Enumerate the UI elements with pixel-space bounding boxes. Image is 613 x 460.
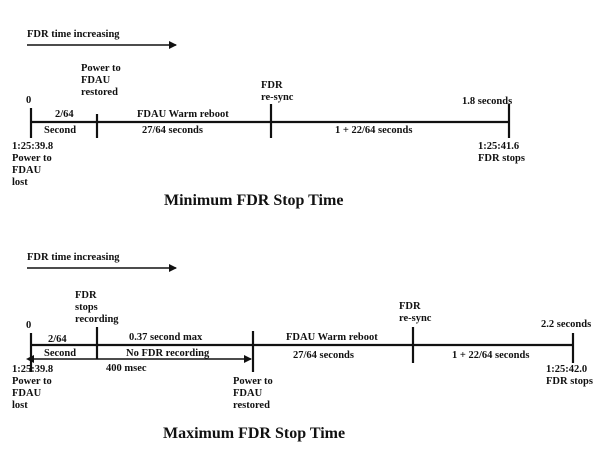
- min-power-lost-line1: Power to: [12, 153, 52, 164]
- min-power-restored-line1: Power to: [81, 63, 121, 74]
- max-power-restored-line1: Power to: [233, 376, 273, 387]
- min-seg2-name: FDAU Warm reboot: [137, 109, 229, 120]
- min-start-time: 1:25:39.8: [12, 141, 53, 152]
- max-power-lost-line3: lost: [12, 400, 28, 411]
- min-seg2-duration: 27/64 seconds: [142, 125, 203, 136]
- max-seg1-unit: Second: [44, 348, 76, 359]
- max-power-lost-line2: FDAU: [12, 388, 42, 399]
- max-power-restored-line3: restored: [233, 400, 270, 411]
- max-direction-label: FDR time increasing: [27, 252, 120, 263]
- min-seg1-unit: Second: [44, 125, 76, 136]
- min-fdr-stops: FDR stops: [478, 153, 525, 164]
- maximum-panel: FDR time increasing FDR stops recording …: [12, 252, 593, 442]
- max-seg1-fraction: 2/64: [48, 334, 67, 345]
- max-max-delay: 0.37 second max: [129, 332, 203, 343]
- max-fdr-stops: FDR stops: [546, 376, 593, 387]
- max-fdr-stops-line3: recording: [75, 314, 119, 325]
- max-end-time: 1:25:42.0: [546, 364, 587, 375]
- max-seg2-name: FDAU Warm reboot: [286, 332, 378, 343]
- max-power-restored-line2: FDAU: [233, 388, 263, 399]
- min-power-restored-line3: restored: [81, 87, 118, 98]
- max-duration-end: 2.2 seconds: [541, 319, 591, 330]
- max-resync-line2: re-sync: [399, 313, 432, 324]
- max-400msec: 400 msec: [106, 363, 147, 374]
- max-fdr-stops-line2: stops: [75, 302, 98, 313]
- min-end-time: 1:25:41.6: [478, 141, 519, 152]
- max-panel-title: Maximum FDR Stop Time: [163, 425, 345, 442]
- max-zero-mark: 0: [26, 320, 31, 331]
- min-power-lost-line2: FDAU: [12, 165, 42, 176]
- max-seg3-duration: 1 + 22/64 seconds: [452, 350, 529, 361]
- max-fdr-stops-line1: FDR: [75, 290, 97, 301]
- min-seg1-fraction: 2/64: [55, 109, 74, 120]
- min-resync-line2: re-sync: [261, 92, 294, 103]
- min-duration-end: 1.8 seconds: [462, 96, 512, 107]
- max-start-time: 1:25:39.8: [12, 364, 53, 375]
- min-direction-label: FDR time increasing: [27, 29, 120, 40]
- minimum-panel: FDR time increasing 0 Power to FDAU rest…: [12, 29, 525, 209]
- min-power-restored-line2: FDAU: [81, 75, 111, 86]
- max-seg2-duration: 27/64 seconds: [293, 350, 354, 361]
- min-seg3-duration: 1 + 22/64 seconds: [335, 125, 412, 136]
- max-resync-line1: FDR: [399, 301, 421, 312]
- max-power-lost-line1: Power to: [12, 376, 52, 387]
- min-zero-mark: 0: [26, 95, 31, 106]
- min-panel-title: Minimum FDR Stop Time: [164, 192, 343, 209]
- min-power-lost-line3: lost: [12, 177, 28, 188]
- min-resync-line1: FDR: [261, 80, 283, 91]
- max-no-recording: No FDR recording: [126, 348, 210, 359]
